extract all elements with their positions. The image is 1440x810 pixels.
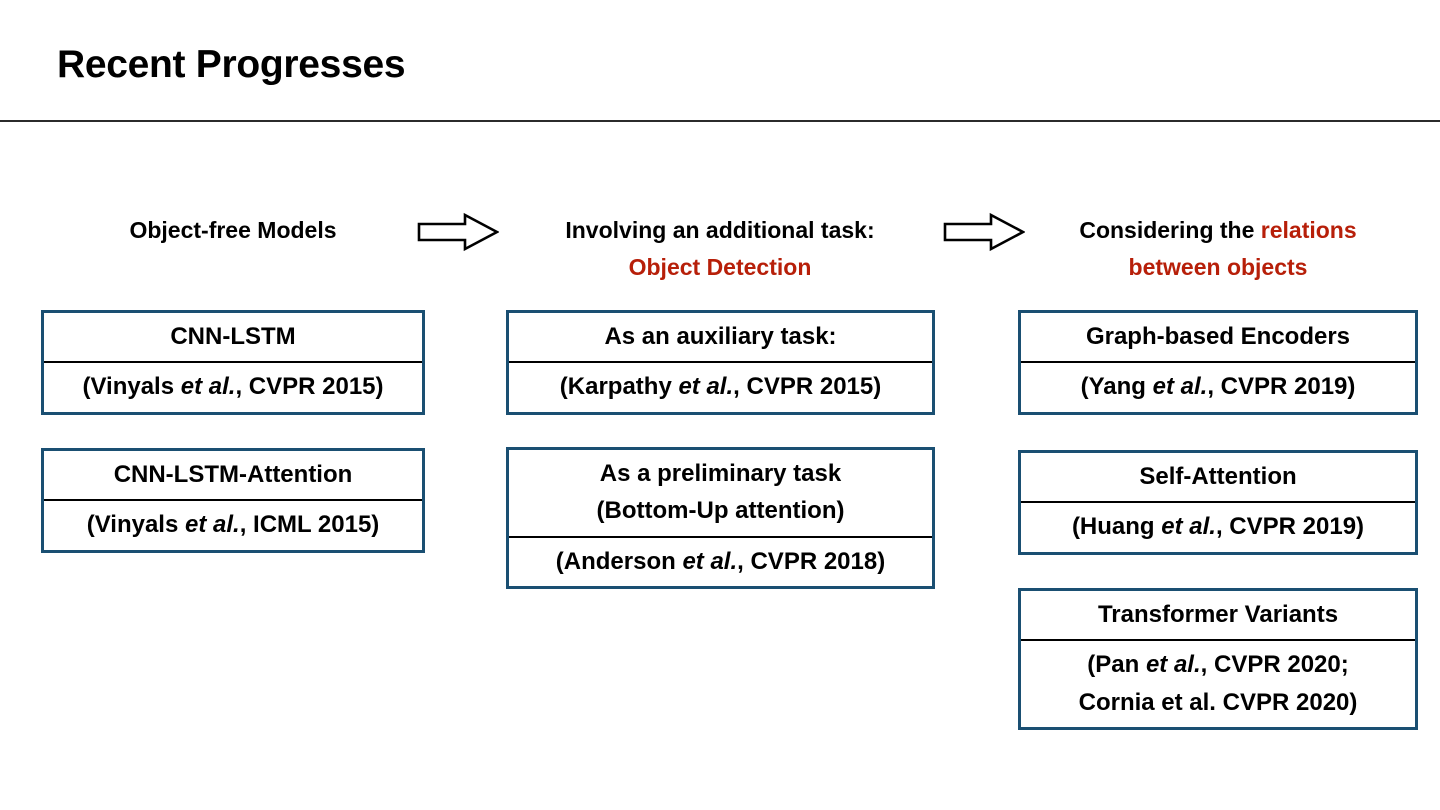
cell-line: Graph-based Encoders — [1085, 323, 1351, 350]
card-self-attention[interactable]: Self-Attention (Huang et al., CVPR 2019) — [1018, 450, 1418, 555]
cell-line: CNN-LSTM — [170, 323, 296, 350]
et-al-italic: et al. — [1145, 651, 1201, 679]
card-title-cell: Graph-based Encoders — [1021, 313, 1415, 361]
et-al-italic: et al. — [1152, 373, 1208, 401]
et-al-italic: et al. — [184, 511, 240, 539]
card-citation-cell: (Karpathy et al., CVPR 2015) — [509, 361, 932, 411]
cell-line: CNN-LSTM-Attention — [113, 461, 353, 488]
card-citation-cell: (Anderson et al., CVPR 2018) — [509, 535, 932, 586]
cell-line: (Bottom-Up attention) — [596, 497, 845, 525]
et-al-italic: et al. — [678, 373, 734, 401]
header-line-1: Involving an additional task: — [500, 212, 940, 249]
column-header-object-free-models: Object-free Models — [41, 212, 425, 249]
column-headers: Object-free Models Involving an addition… — [0, 208, 1440, 288]
cell-line: As an auxiliary task: — [604, 323, 837, 350]
cell-line: (Vinyals et al., CVPR 2015) — [82, 373, 384, 401]
header-line-1: Considering the relations — [1018, 212, 1418, 249]
et-al-italic: et al. — [180, 373, 236, 401]
title-divider — [0, 120, 1440, 122]
card-title-cell: CNN-LSTM-Attention — [44, 451, 422, 499]
card-preliminary-task[interactable]: As a preliminary task (Bottom-Up attenti… — [506, 447, 935, 590]
cell-line: Transformer Variants — [1097, 601, 1339, 628]
card-citation-cell: (Vinyals et al., ICML 2015) — [44, 499, 422, 549]
right-arrow-icon — [417, 212, 499, 252]
card-citation-cell: (Yang et al., CVPR 2019) — [1021, 361, 1415, 411]
column-header-object-relations: Considering the relations between object… — [1018, 212, 1418, 287]
header-highlight-text: relations — [1260, 217, 1357, 243]
et-al-italic: et al. — [1161, 513, 1216, 541]
header-plain-text: Object-free Models — [129, 217, 337, 243]
card-title-cell: Self-Attention — [1021, 453, 1415, 501]
card-citation-cell: (Pan et al., CVPR 2020; Cornia et al. CV… — [1021, 639, 1415, 727]
card-title-cell: As a preliminary task (Bottom-Up attenti… — [509, 450, 932, 536]
cell-line: (Huang et al., CVPR 2019) — [1071, 513, 1365, 541]
cell-line: Cornia et al. CVPR 2020) — [1078, 688, 1358, 716]
et-al-italic: et al. — [682, 547, 738, 575]
page-title: Recent Progresses — [57, 43, 406, 86]
card-cnn-lstm-attention[interactable]: CNN-LSTM-Attention (Vinyals et al., ICML… — [41, 448, 425, 553]
card-title-cell: Transformer Variants — [1021, 591, 1415, 639]
header-line-2: Object Detection — [500, 249, 940, 286]
header-highlight-text: between objects — [1128, 254, 1308, 281]
cell-line: (Vinyals et al., ICML 2015) — [86, 511, 380, 539]
cell-line: (Pan et al., CVPR 2020; — [1087, 651, 1349, 679]
header-line-1: Object-free Models — [41, 212, 425, 249]
header-highlight-text: Object Detection — [628, 254, 812, 281]
cell-line: As a preliminary task — [599, 460, 842, 487]
card-title-cell: As an auxiliary task: — [509, 313, 932, 361]
card-auxiliary-task[interactable]: As an auxiliary task: (Karpathy et al., … — [506, 310, 935, 415]
card-graph-based-encoders[interactable]: Graph-based Encoders (Yang et al., CVPR … — [1018, 310, 1418, 415]
cell-line: (Karpathy et al., CVPR 2015) — [559, 373, 882, 401]
right-arrow-icon — [943, 212, 1025, 252]
cell-line: Self-Attention — [1139, 463, 1297, 490]
header-line-2: between objects — [1018, 249, 1418, 286]
cell-line: (Yang et al., CVPR 2019) — [1080, 373, 1356, 401]
cell-line: (Anderson et al., CVPR 2018) — [555, 547, 886, 575]
card-title-cell: CNN-LSTM — [44, 313, 422, 361]
column-header-object-detection: Involving an additional task: Object Det… — [500, 212, 940, 287]
header-plain-text: Considering the — [1079, 217, 1261, 243]
card-citation-cell: (Huang et al., CVPR 2019) — [1021, 501, 1415, 551]
header-plain-text: Involving an additional task: — [565, 217, 875, 243]
card-cnn-lstm[interactable]: CNN-LSTM (Vinyals et al., CVPR 2015) — [41, 310, 425, 415]
card-citation-cell: (Vinyals et al., CVPR 2015) — [44, 361, 422, 411]
card-transformer-variants[interactable]: Transformer Variants (Pan et al., CVPR 2… — [1018, 588, 1418, 731]
